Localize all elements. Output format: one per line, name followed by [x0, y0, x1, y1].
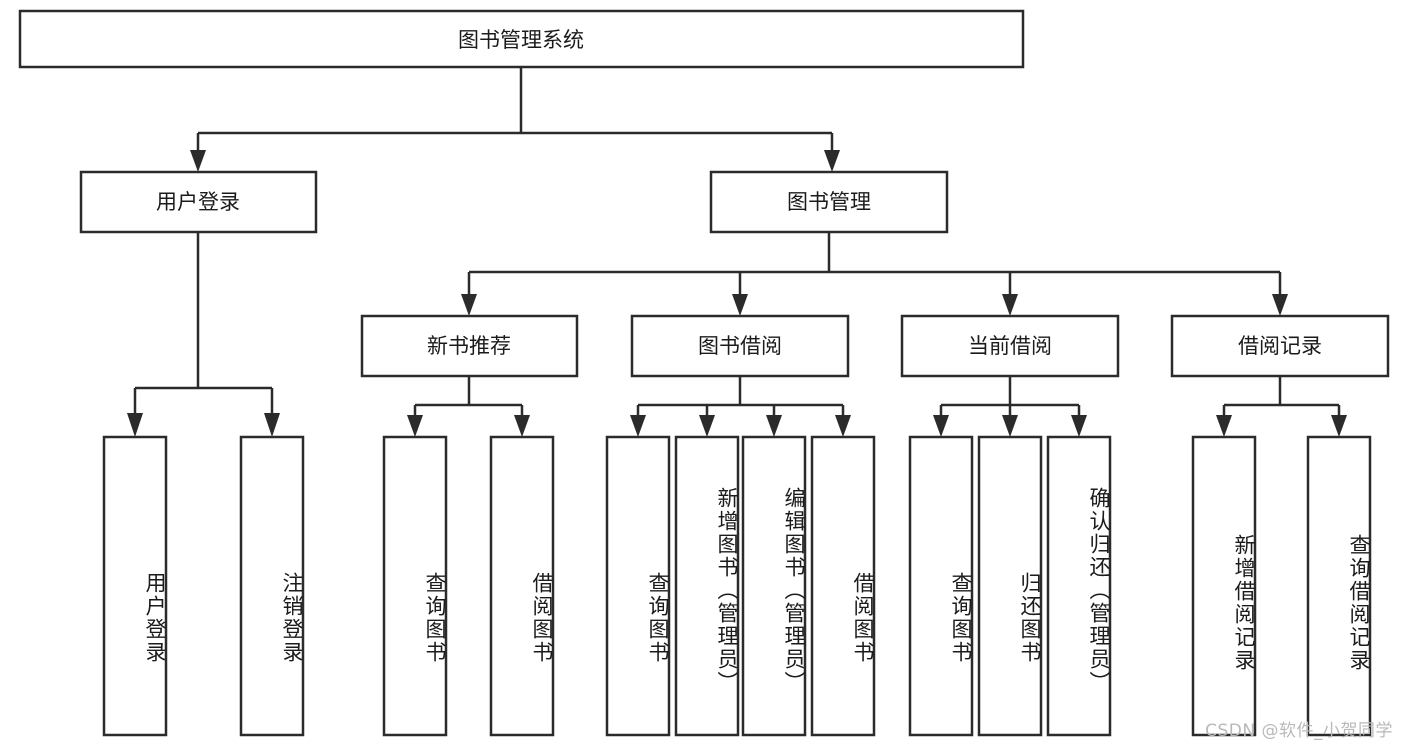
- connector-bookmgmt-to-level3: [461, 232, 1288, 316]
- current-borrow-box[interactable]: [900, 314, 1120, 378]
- leaf-box-query-book-1[interactable]: [382, 435, 448, 737]
- leaf-box-logout[interactable]: [239, 435, 305, 737]
- arrow-head-icon: [514, 415, 530, 437]
- node-root[interactable]: 图书管理系统: [18, 9, 1025, 69]
- arrow-head-icon: [461, 294, 477, 316]
- new-book-recommend-box[interactable]: [360, 314, 579, 378]
- leaf-box-borrow-book-1[interactable]: [489, 435, 555, 737]
- connector-borrowrecord-to-leaves: [1216, 376, 1347, 437]
- leaf-box-add-record[interactable]: [1191, 435, 1257, 737]
- node-book-borrow[interactable]: 图书借阅: [630, 314, 850, 378]
- arrow-head-icon: [835, 415, 851, 437]
- current-borrow-label: 当前借阅: [968, 334, 1052, 358]
- arrow-head-icon: [190, 150, 206, 172]
- root-label: 图书管理系统: [458, 28, 584, 52]
- arrow-head-icon: [264, 413, 280, 437]
- arrow-head-icon: [630, 415, 646, 437]
- arrow-head-icon: [1071, 415, 1087, 437]
- connector-currentborrow-to-leaves: [933, 376, 1087, 437]
- leaf-box-return-book[interactable]: [977, 435, 1043, 737]
- leaf-box-borrow-book-2[interactable]: [810, 435, 876, 737]
- root-box[interactable]: [18, 9, 1025, 69]
- leaf-box-query-book-2[interactable]: [605, 435, 671, 737]
- arrow-head-icon: [732, 294, 748, 316]
- borrow-record-label: 借阅记录: [1238, 334, 1322, 358]
- connector-root-to-level2: [190, 67, 840, 172]
- node-user-login[interactable]: 用户登录: [79, 170, 318, 234]
- arrow-head-icon: [1002, 415, 1018, 437]
- node-current-borrow[interactable]: 当前借阅: [900, 314, 1120, 378]
- arrow-head-icon: [1272, 294, 1288, 316]
- node-book-management[interactable]: 图书管理: [709, 170, 949, 234]
- leaf-box-edit-book[interactable]: [741, 435, 807, 737]
- node-new-book-recommend[interactable]: 新书推荐: [360, 314, 579, 378]
- arrow-head-icon: [1331, 415, 1347, 437]
- user-login-box[interactable]: [79, 170, 318, 234]
- arrow-head-icon: [1216, 415, 1232, 437]
- arrow-head-icon: [407, 415, 423, 437]
- book-borrow-label: 图书借阅: [698, 334, 782, 358]
- leaf-box-query-record[interactable]: [1306, 435, 1372, 737]
- node-borrow-record[interactable]: 借阅记录: [1170, 314, 1390, 378]
- arrow-head-icon: [699, 415, 715, 437]
- arrow-head-icon: [1002, 294, 1018, 316]
- arrow-head-icon: [127, 413, 143, 437]
- connector-userlogin-to-leaves: [127, 232, 280, 437]
- user-login-label: 用户登录: [156, 190, 240, 214]
- watermark-text: CSDN @软件_小贺同学: [1205, 721, 1393, 741]
- arrow-head-icon: [933, 415, 949, 437]
- new-book-recommend-label: 新书推荐: [427, 334, 511, 358]
- arrow-head-icon: [824, 150, 840, 172]
- connector-bookborrow-to-leaves: [630, 376, 851, 437]
- connector-newbook-to-leaves: [407, 376, 530, 437]
- arrow-head-icon: [766, 415, 782, 437]
- leaf-box-query-book-3[interactable]: [908, 435, 974, 737]
- book-management-label: 图书管理: [787, 190, 871, 214]
- leaf-box-user-login[interactable]: [102, 435, 168, 737]
- leaf-box-confirm-return[interactable]: [1046, 435, 1112, 737]
- leaf-box-add-book[interactable]: [674, 435, 740, 737]
